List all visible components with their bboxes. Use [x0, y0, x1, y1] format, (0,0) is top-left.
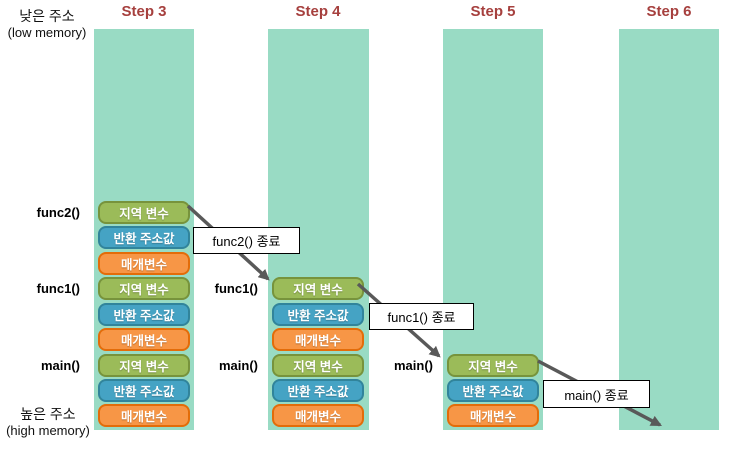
func1-end-callout: func1() 종료 — [369, 303, 474, 330]
step-6-header: Step 6 — [646, 3, 692, 20]
local-variable-box: 지역 변수 — [98, 201, 190, 224]
low-memory-korean: 낮은 주소 — [19, 8, 75, 24]
main-label-col3: main() — [394, 358, 433, 373]
step-3-header: Step 3 — [121, 3, 167, 20]
low-memory-english: (low memory) — [7, 25, 87, 40]
step-4-header: Step 4 — [295, 3, 341, 20]
high-memory-english: (high memory) — [6, 423, 90, 438]
parameter-box: 매개변수 — [98, 328, 190, 351]
return-address-box: 반환 주소값 — [98, 303, 190, 326]
func1-label-col1: func1() — [36, 281, 80, 296]
main-label-col2: main() — [219, 358, 258, 373]
parameter-box: 매개변수 — [447, 404, 539, 427]
return-address-box: 반환 주소값 — [98, 379, 190, 402]
local-variable-box: 지역 변수 — [447, 354, 539, 377]
return-address-box: 반환 주소값 — [272, 379, 364, 402]
parameter-box: 매개변수 — [98, 252, 190, 275]
parameter-box: 매개변수 — [98, 404, 190, 427]
func2-end-callout: func2() 종료 — [193, 227, 300, 254]
func1-label-col2: func1() — [214, 281, 258, 296]
local-variable-box: 지역 변수 — [272, 277, 364, 300]
return-address-box: 반환 주소값 — [272, 303, 364, 326]
step-5-header: Step 5 — [470, 3, 516, 20]
low-memory-label: 낮은 주소 (low memory) — [0, 7, 94, 40]
main-label-col1: main() — [41, 358, 80, 373]
local-variable-box: 지역 변수 — [272, 354, 364, 377]
local-variable-box: 지역 변수 — [98, 277, 190, 300]
func2-label-col1: func2() — [36, 205, 80, 220]
parameter-box: 매개변수 — [272, 404, 364, 427]
return-address-box: 반환 주소값 — [98, 226, 190, 249]
main-end-callout: main() 종료 — [543, 380, 650, 408]
local-variable-box: 지역 변수 — [98, 354, 190, 377]
parameter-box: 매개변수 — [272, 328, 364, 351]
return-address-box: 반환 주소값 — [447, 379, 539, 402]
high-memory-korean: 높은 주소 — [20, 406, 76, 422]
high-memory-label: 높은 주소 (high memory) — [0, 405, 96, 438]
memory-column-step6 — [619, 29, 719, 430]
